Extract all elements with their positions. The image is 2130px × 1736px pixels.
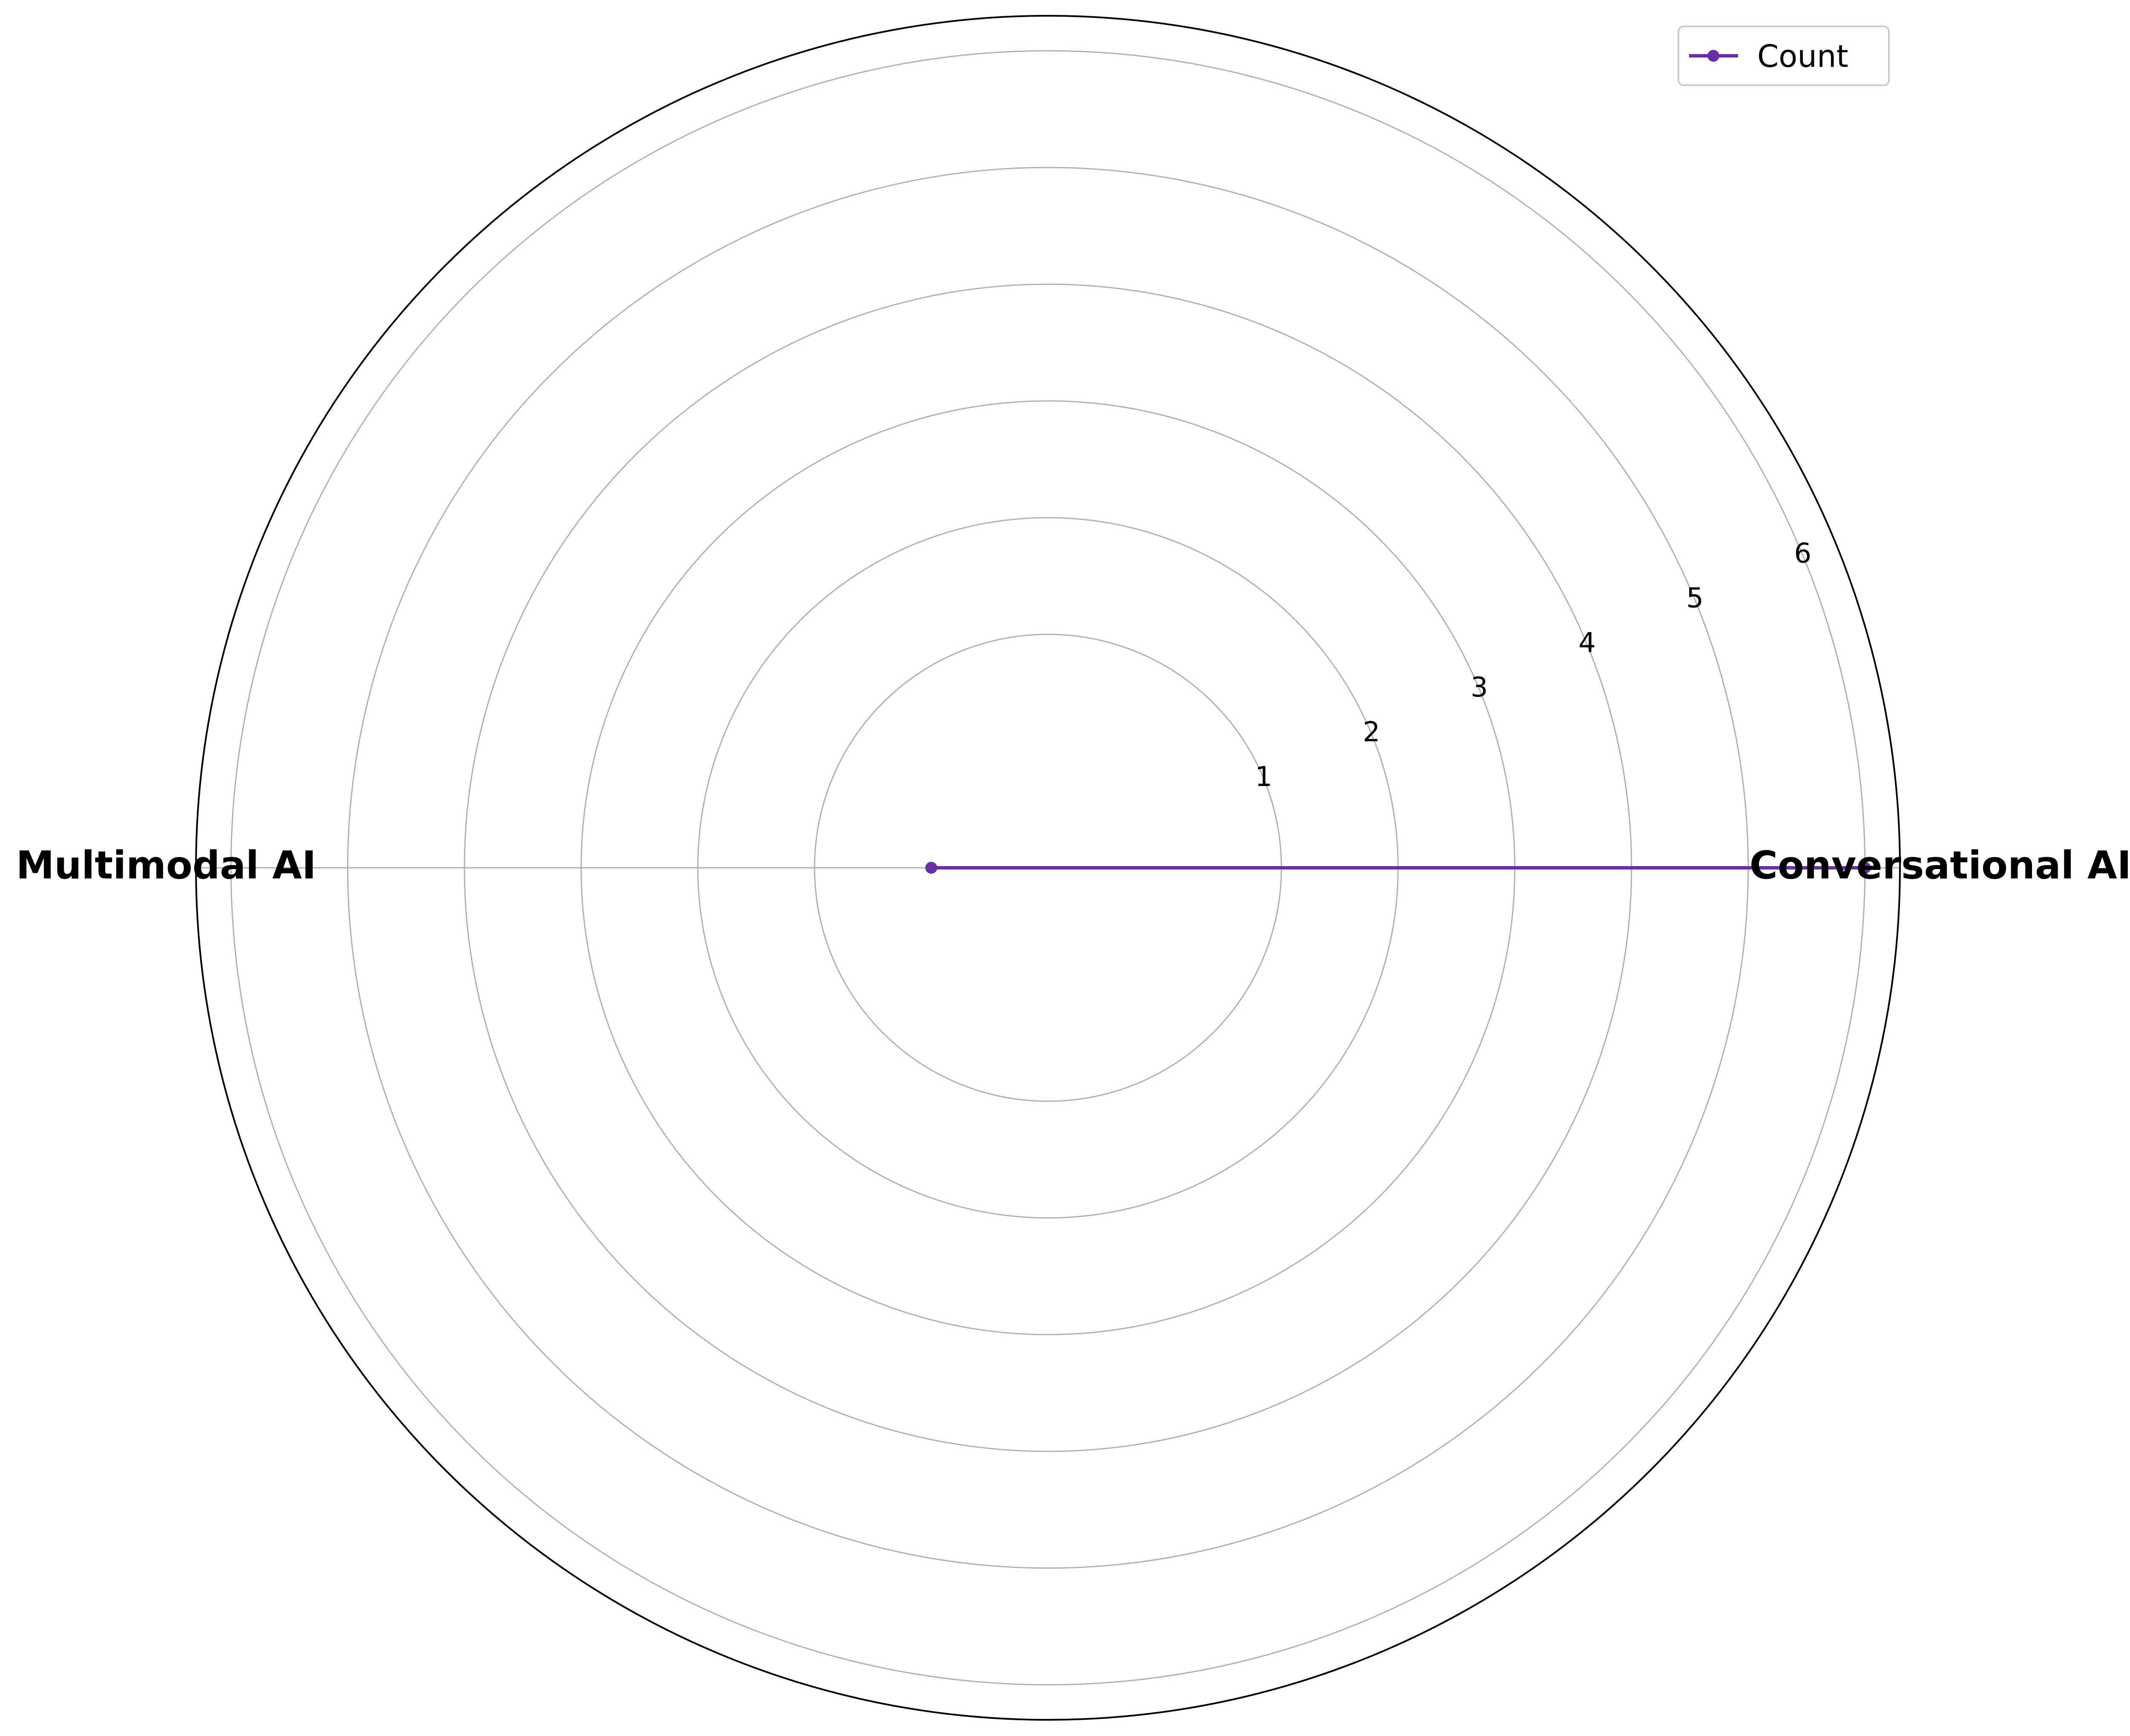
legend: Count <box>1678 26 1890 86</box>
legend-point-marker <box>1707 50 1719 62</box>
radial-tick-label: 1 <box>1255 761 1272 793</box>
series-layer <box>925 862 1871 874</box>
radial-tick-label: 4 <box>1578 627 1596 659</box>
category-label-conversational-ai: Conversational AI <box>1750 843 2130 888</box>
legend-box <box>1678 26 1890 86</box>
data-point-conversational-ai <box>1859 862 1871 874</box>
category-labels: Conversational AI Multimodal AI <box>16 843 2130 888</box>
polar-frame <box>195 15 1901 1721</box>
data-point-multimodal-ai <box>925 862 938 874</box>
radial-tick-label: 6 <box>1794 538 1811 570</box>
radial-tick-label: 3 <box>1471 672 1488 703</box>
radial-tick-label: 5 <box>1686 583 1704 614</box>
legend-label-count: Count <box>1757 38 1848 74</box>
category-label-multimodal-ai: Multimodal AI <box>16 843 316 888</box>
radial-tick-label: 2 <box>1363 717 1380 748</box>
radial-tick-labels: 1 2 3 4 5 6 <box>1255 538 1811 793</box>
